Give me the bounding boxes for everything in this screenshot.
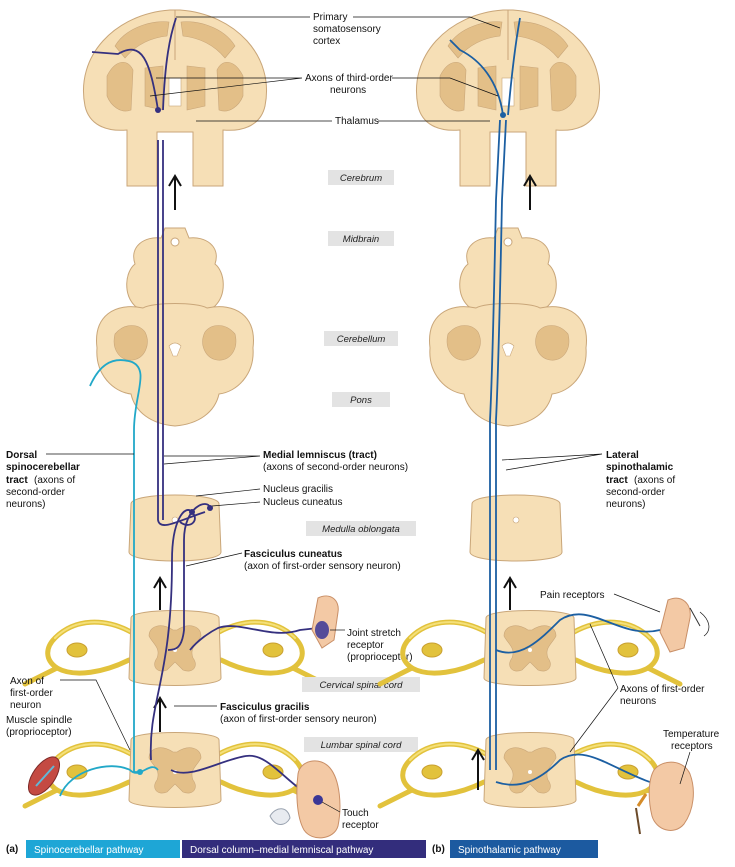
cerebrum-section-b <box>415 9 601 187</box>
label-dorsal-spinocerebellar-4: (axons of <box>34 475 75 486</box>
cerebellum-pons-section-a <box>96 303 254 427</box>
lumbar-cord-a <box>25 732 325 808</box>
label-fasciculus-cuneatus-2: (axon of first-order sensory neuron) <box>244 561 401 572</box>
region-medulla: Medulla oblongata <box>322 524 400 535</box>
label-touch-receptor-2: receptor <box>342 820 379 831</box>
panel-b: Lateral spinothalamic tract (axons of se… <box>353 9 720 835</box>
region-midbrain: Midbrain <box>343 234 379 245</box>
legend-swatch-spinothalamic <box>450 840 598 858</box>
labels-a: Primary somatosensory cortex Axons of th… <box>6 12 413 831</box>
legend-spinocerebellar: Spinocerebellar pathway <box>34 845 144 856</box>
hand-b <box>659 597 710 653</box>
leaders-a <box>46 16 345 813</box>
label-axons-first-order-2: neurons <box>620 696 656 707</box>
label-lateral-spinothalamic-6: neurons) <box>606 499 645 510</box>
label-primary-cortex-2: somatosensory <box>313 24 381 35</box>
legend-swatch-spinocerebellar <box>26 840 180 858</box>
midbrain-section-a <box>126 227 224 314</box>
leaders-b <box>353 16 691 785</box>
label-joint-stretch-1: Joint stretch <box>347 628 401 639</box>
legend-a-letter: (a) <box>6 844 18 855</box>
cerebrum-section-a <box>82 9 268 187</box>
legend-spinothalamic: Spinothalamic pathway <box>458 845 561 856</box>
label-primary-cortex-1: Primary <box>313 12 347 23</box>
label-dorsal-spinocerebellar-6: neurons) <box>6 499 45 510</box>
label-fasciculus-gracilis-1: Fasciculus gracilis <box>220 702 310 713</box>
label-axons-third-1: Axons of third-order <box>305 73 393 84</box>
cervical-cord-b <box>380 610 680 686</box>
region-cerebrum: Cerebrum <box>340 173 382 184</box>
label-axons-first-order-1: Axons of first-order <box>620 684 705 695</box>
label-lateral-spinothalamic-5: second-order <box>606 487 666 498</box>
spinocerebellar-pathway <box>59 359 159 797</box>
midbrain-section-b <box>459 227 557 314</box>
label-lateral-spinothalamic-4: (axons of <box>634 475 675 486</box>
muscle-spindle <box>27 756 61 796</box>
legend: (a) Spinocerebellar pathway Dorsal colum… <box>6 840 598 858</box>
label-axon-first-2: first-order <box>10 688 53 699</box>
legend-b-letter: (b) <box>432 844 445 855</box>
medulla-section-b <box>469 494 563 562</box>
label-joint-stretch-2: receptor <box>347 640 384 651</box>
label-temperature-receptors-2: receptors <box>671 741 713 752</box>
label-pain-receptors: Pain receptors <box>540 590 604 601</box>
label-lateral-spinothalamic-2: spinothalamic <box>606 462 674 473</box>
arrows-b <box>471 174 537 790</box>
dorsal-column-pathway <box>91 17 321 801</box>
panel-a: Cerebrum Midbrain Cerebellum Pons Medull… <box>6 9 420 839</box>
label-touch-receptor-1: Touch <box>342 808 369 819</box>
label-dorsal-spinocerebellar-5: second-order <box>6 487 66 498</box>
joint-stretch-receptor <box>311 595 339 649</box>
labels-b: Lateral spinothalamic tract (axons of se… <box>540 450 720 752</box>
label-medial-lemniscus-1: Medial lemniscus (tract) <box>263 450 377 461</box>
region-cervical: Cervical spinal cord <box>320 680 404 691</box>
legend-swatch-dorsal-column <box>182 840 426 858</box>
label-joint-stretch-3: (proprioceptor) <box>347 652 413 663</box>
foot-a <box>269 760 341 839</box>
spinothalamic-pathway <box>449 17 681 791</box>
label-temperature-receptors-1: Temperature <box>663 729 720 740</box>
label-muscle-spindle-1: Muscle spindle <box>6 715 73 726</box>
label-nucleus-cuneatus: Nucleus cuneatus <box>263 497 343 508</box>
label-muscle-spindle-2: (proprioceptor) <box>6 727 72 738</box>
region-cerebellum: Cerebellum <box>337 334 386 345</box>
label-dorsal-spinocerebellar-2: spinocerebellar <box>6 462 80 473</box>
label-axon-first-1: Axon of <box>10 676 44 687</box>
region-pons: Pons <box>350 395 372 406</box>
label-primary-cortex-3: cortex <box>313 36 340 47</box>
label-axon-first-3: neuron <box>10 700 41 711</box>
label-fasciculus-gracilis-2: (axon of first-order sensory neuron) <box>220 714 377 725</box>
label-lateral-spinothalamic-3: tract <box>606 475 628 486</box>
label-medial-lemniscus-2: (axons of second-order neurons) <box>263 462 408 473</box>
cerebellum-pons-section-b <box>429 303 587 427</box>
label-nucleus-gracilis: Nucleus gracilis <box>263 484 333 495</box>
label-fasciculus-cuneatus-1: Fasciculus cuneatus <box>244 549 343 560</box>
foot-b <box>635 761 694 835</box>
lumbar-cord-b <box>380 732 680 808</box>
region-labels-a: Cerebrum Midbrain Cerebellum Pons Medull… <box>302 170 420 752</box>
label-lateral-spinothalamic-1: Lateral <box>606 450 639 461</box>
label-axons-third-2: neurons <box>330 85 366 96</box>
label-thalamus: Thalamus <box>335 116 379 127</box>
region-lumbar: Lumbar spinal cord <box>321 740 403 751</box>
label-dorsal-spinocerebellar-1: Dorsal <box>6 450 37 461</box>
legend-dorsal-column: Dorsal column–medial lemniscal pathway <box>190 845 373 856</box>
label-dorsal-spinocerebellar-3: tract <box>6 475 28 486</box>
